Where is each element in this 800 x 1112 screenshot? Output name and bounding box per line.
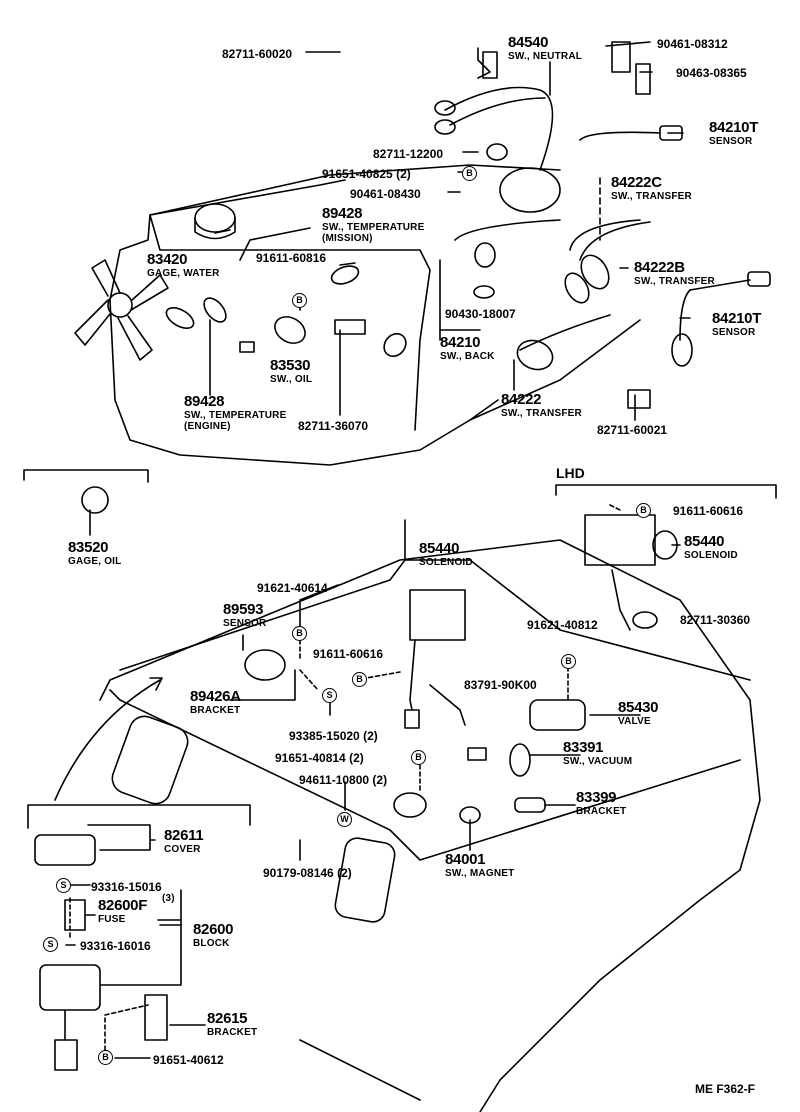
neutral-switch-harness [444, 86, 554, 171]
fastener-s-icon: S [56, 878, 71, 893]
fastener-b-icon: B [462, 166, 477, 181]
part-qty-82600F: (3) [162, 893, 175, 904]
part-label-93385-15020[interactable]: 93385-15020 (2) [289, 729, 378, 743]
fastener-b-icon: B [636, 503, 651, 518]
part-label-90463-08365[interactable]: 90463-08365 [676, 66, 747, 80]
part-label-91611-60616[interactable]: 91611-60616 [313, 647, 384, 661]
part-label-91621-40812[interactable]: 91621-40812 [527, 618, 598, 632]
fastener-b-icon: B [98, 1050, 113, 1065]
part-label-82711-12200[interactable]: 82711-12200 [373, 147, 444, 161]
part-label-82711-60020[interactable]: 82711-60020 [222, 47, 293, 61]
part-label-91651-40825[interactable]: 91651-40825 (2) [322, 167, 411, 181]
fan-icon [74, 259, 169, 361]
fastener-b-icon: B [292, 293, 307, 308]
part-label-90461-08312[interactable]: 90461-08312 [657, 37, 728, 51]
neutral-switch-harness-2 [449, 97, 546, 126]
part-label-93316-16016[interactable]: 93316-16016 [80, 939, 151, 953]
engine-block-edge [149, 214, 431, 431]
fastener-w-icon: W [337, 812, 352, 827]
truck-body-outline [99, 539, 761, 1112]
part-label-82711-30360[interactable]: 82711-30360 [680, 613, 751, 627]
part-label-90430-18007[interactable]: 90430-18007 [445, 307, 516, 321]
fastener-s-icon: S [43, 937, 58, 952]
part-label-91611-60816[interactable]: 91611-60816 [256, 251, 327, 265]
part-label-90461-08430[interactable]: 90461-08430 [350, 187, 421, 201]
part-label-91611-60616-lhd[interactable]: 91611-60616 [673, 504, 744, 518]
radiator-cap [194, 203, 236, 233]
part-label-82711-36070[interactable]: 82711-36070 [298, 419, 369, 433]
oil-gage-icon [81, 486, 109, 514]
arrow-icon [54, 679, 161, 801]
part-label-93316-15016[interactable]: 93316-15016 [91, 880, 162, 894]
part-label-90179-08146[interactable]: 90179-08146 (2) [263, 866, 352, 880]
part-label-91651-40612[interactable]: 91651-40612 [153, 1053, 224, 1067]
part-label-83791-90K00[interactable]: 83791-90K00 [464, 678, 537, 692]
fastener-s-icon: S [322, 688, 337, 703]
section-label-lhd: LHD [556, 465, 585, 481]
part-label-82711-60021[interactable]: 82711-60021 [597, 423, 668, 437]
engine-block-outline [109, 164, 641, 466]
fastener-b-icon: B [352, 672, 367, 687]
fastener-b-icon: B [411, 750, 426, 765]
neutral-switch-body [499, 167, 561, 213]
part-label-91651-40814[interactable]: 91651-40814 (2) [275, 751, 364, 765]
part-label-94611-10800[interactable]: 94611-10800 (2) [299, 773, 388, 787]
part-label-91621-40614[interactable]: 91621-40614 [257, 581, 328, 595]
fastener-b-icon: B [561, 654, 576, 669]
fastener-b-icon: B [292, 626, 307, 641]
diagram-reference-code: ME F362-F [695, 1082, 756, 1096]
